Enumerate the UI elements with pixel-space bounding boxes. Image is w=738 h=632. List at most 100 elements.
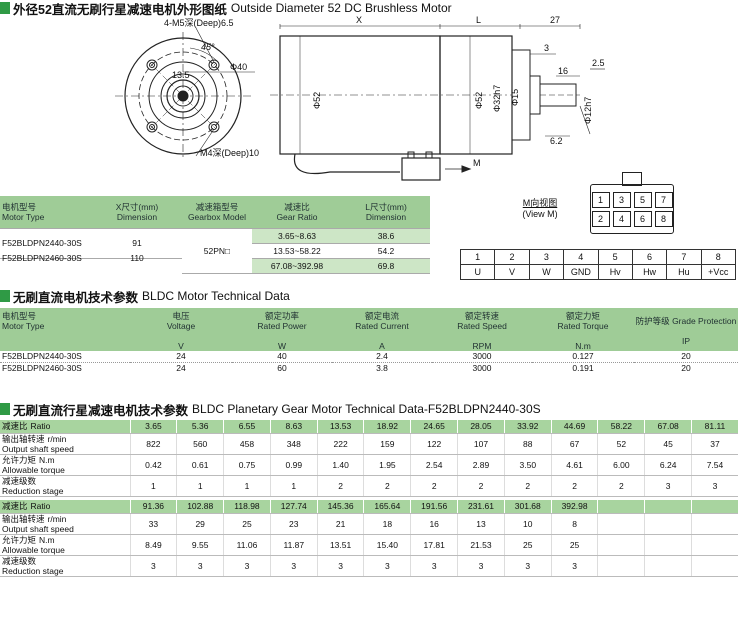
dim-ratio-1: 3.65~8.63	[252, 228, 342, 244]
pin-signal: Hu	[666, 264, 702, 280]
title-bullet	[0, 403, 10, 415]
gear-cell-speed: 16	[410, 513, 459, 535]
gear-cell-torque: 3.50	[504, 454, 552, 476]
gear-cell-torque: 2.89	[457, 454, 505, 476]
gear-cell-ratio: 58.22	[597, 420, 646, 434]
label-angle: 45°	[201, 42, 215, 52]
gear-cell-torque: 4.61	[551, 454, 599, 476]
label-l: L	[476, 15, 481, 25]
connector-pin: 4	[612, 210, 631, 227]
table-row: F52BLDPN2460-30S 24 60 3.8 3000 0.191 20	[0, 362, 738, 373]
motor-cell: 0.191	[572, 362, 594, 373]
gear-cell-speed: 23	[270, 513, 318, 535]
gear-cell-ratio: 24.65	[410, 420, 459, 434]
motor-cell: 2.4	[376, 351, 388, 362]
pin-signal: GND	[563, 264, 599, 280]
connector-pin: 3	[612, 191, 631, 208]
gear-cell-torque	[644, 534, 693, 556]
gear-cell-stage: 3	[410, 555, 459, 577]
gear-cell-torque: 17.81	[410, 534, 459, 556]
gear-cell-speed: 67	[551, 433, 599, 455]
dim-l-3: 69.8	[342, 258, 430, 274]
gear-cell-ratio: 8.63	[270, 420, 318, 434]
gear-cell-torque: 25	[504, 534, 552, 556]
gear-cell-stage: 3	[504, 555, 552, 577]
pin-signal-row: U V W GND Hv Hw Hu +Vcc	[459, 264, 737, 280]
pin-signal: Hv	[597, 264, 633, 280]
dim-x-1: 91	[92, 228, 182, 259]
gear-cell-speed: 88	[504, 433, 552, 455]
motor-cell: 24	[176, 362, 186, 373]
gear-cell-ratio: 3.65	[130, 420, 178, 434]
gear-cell-speed: 822	[130, 433, 178, 455]
pin-signal: V	[494, 264, 530, 280]
table-row: F52BLDPN2440-30S 91 52PN□ 3.65~8.63 38.6	[0, 228, 430, 274]
gear-title-cn: 无刷直流行星减速电机技术参数	[13, 403, 189, 418]
gear-cell-speed: 37	[691, 433, 738, 455]
dim-motor-1: F52BLDPN2440-30S	[0, 228, 92, 259]
gear-cell-ratio: 67.08	[644, 420, 693, 434]
gear-cell-speed: 13	[457, 513, 505, 535]
connector-pin: 8	[654, 210, 673, 227]
label-d40: Φ40	[230, 62, 247, 72]
gear-cell-speed: 458	[223, 433, 271, 455]
gear-cell-torque	[597, 534, 646, 556]
gear-cell-stage: 3	[644, 475, 693, 497]
gear-cell-ratio: 5.36	[176, 420, 225, 434]
dim-motor-2: F52BLDPN2460-30S	[2, 252, 82, 263]
motor-cell: 24	[176, 351, 186, 362]
separator-cell	[0, 496, 738, 500]
gear-cell-ratio: 191.56	[410, 500, 459, 514]
gear-cell-stage: 2	[504, 475, 552, 497]
gear-cell-stage: 3	[130, 555, 178, 577]
pin-signal: W	[528, 264, 565, 280]
gear-cell-ratio: 102.88	[176, 500, 225, 514]
gear-cell-speed: 348	[270, 433, 318, 455]
connector-pin: 6	[633, 210, 652, 227]
label-d3: 3	[544, 43, 549, 53]
gear-cell-stage: 3	[223, 555, 271, 577]
gear-cell-speed: 222	[317, 433, 365, 455]
gear-section-title: 无刷直流行星减速电机技术参数 BLDC Planetary Gear Motor…	[0, 401, 541, 418]
label-d16: 16	[558, 66, 568, 76]
gear-cell-speed: 560	[176, 433, 225, 455]
gear-cell-stage	[691, 555, 738, 577]
gear-cell-ratio: 44.69	[551, 420, 599, 434]
gear-title-en: BLDC Planetary Gear Motor Technical Data…	[192, 402, 541, 416]
gear-cell-stage: 3	[691, 475, 738, 497]
gear-cell-torque	[691, 534, 738, 556]
gear-cell-stage: 2	[551, 475, 599, 497]
gear-cell-ratio: 118.98	[223, 500, 271, 514]
dim-header-x: X尺寸(mm)Dimension	[92, 196, 182, 229]
gear-cell-stage: 3	[317, 555, 365, 577]
gear-cell-stage: 1	[270, 475, 318, 497]
gear-cell-stage	[597, 555, 646, 577]
gear-cell-torque: 2.54	[410, 454, 459, 476]
motor-cell: 60	[277, 362, 287, 373]
gear-cell-speed: 10	[504, 513, 552, 535]
gear-cell-ratio	[644, 500, 693, 514]
gear-cell-speed: 29	[176, 513, 225, 535]
gear-cell-ratio: 145.36	[317, 500, 365, 514]
dim-x-2: 110	[130, 252, 144, 263]
label-d25: 2.5	[592, 58, 605, 68]
dim-gearbox: 52PN□	[182, 228, 252, 274]
side-view	[270, 24, 605, 181]
pin-number: 1	[459, 249, 496, 265]
